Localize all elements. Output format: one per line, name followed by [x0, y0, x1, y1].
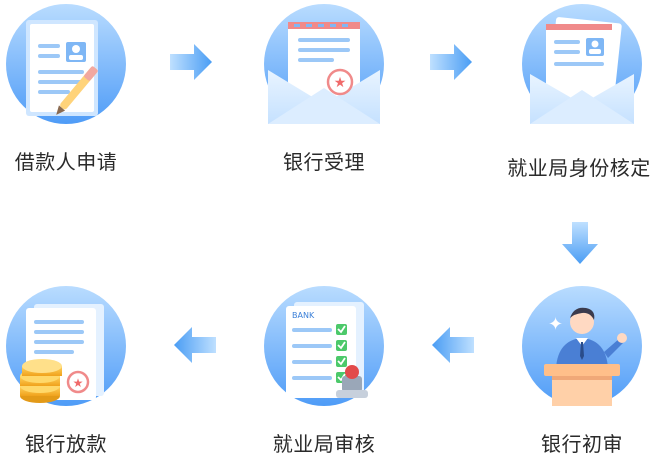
step-label: 借款人申请 [14, 150, 118, 174]
step-label: 就业局身份核定 [507, 156, 651, 180]
arrow-down-icon [560, 222, 600, 270]
arrow-right-icon [170, 42, 214, 86]
coins-document-icon: ★ [0, 282, 132, 414]
step-label: 银行初审 [541, 432, 623, 456]
svg-text:★: ★ [73, 376, 84, 390]
step-label: 就业局审核 [272, 432, 376, 456]
envelope-id-card-icon [516, 0, 648, 132]
arrow-left-icon [430, 325, 474, 369]
arrow-left-icon [172, 325, 216, 369]
application-form-icon [0, 0, 132, 132]
step-label: 银行放款 [25, 432, 107, 456]
bank-text: BANK [292, 311, 315, 320]
envelope-stamp-icon: ★ [258, 0, 390, 132]
step-label: 银行受理 [283, 150, 365, 174]
arrow-right-icon [430, 42, 474, 86]
bank-checklist-stamp-icon: BANK [258, 282, 390, 414]
svg-text:✦: ✦ [548, 314, 563, 335]
svg-text:★: ★ [334, 75, 347, 91]
banker-podium-icon: ✦ [516, 282, 648, 414]
